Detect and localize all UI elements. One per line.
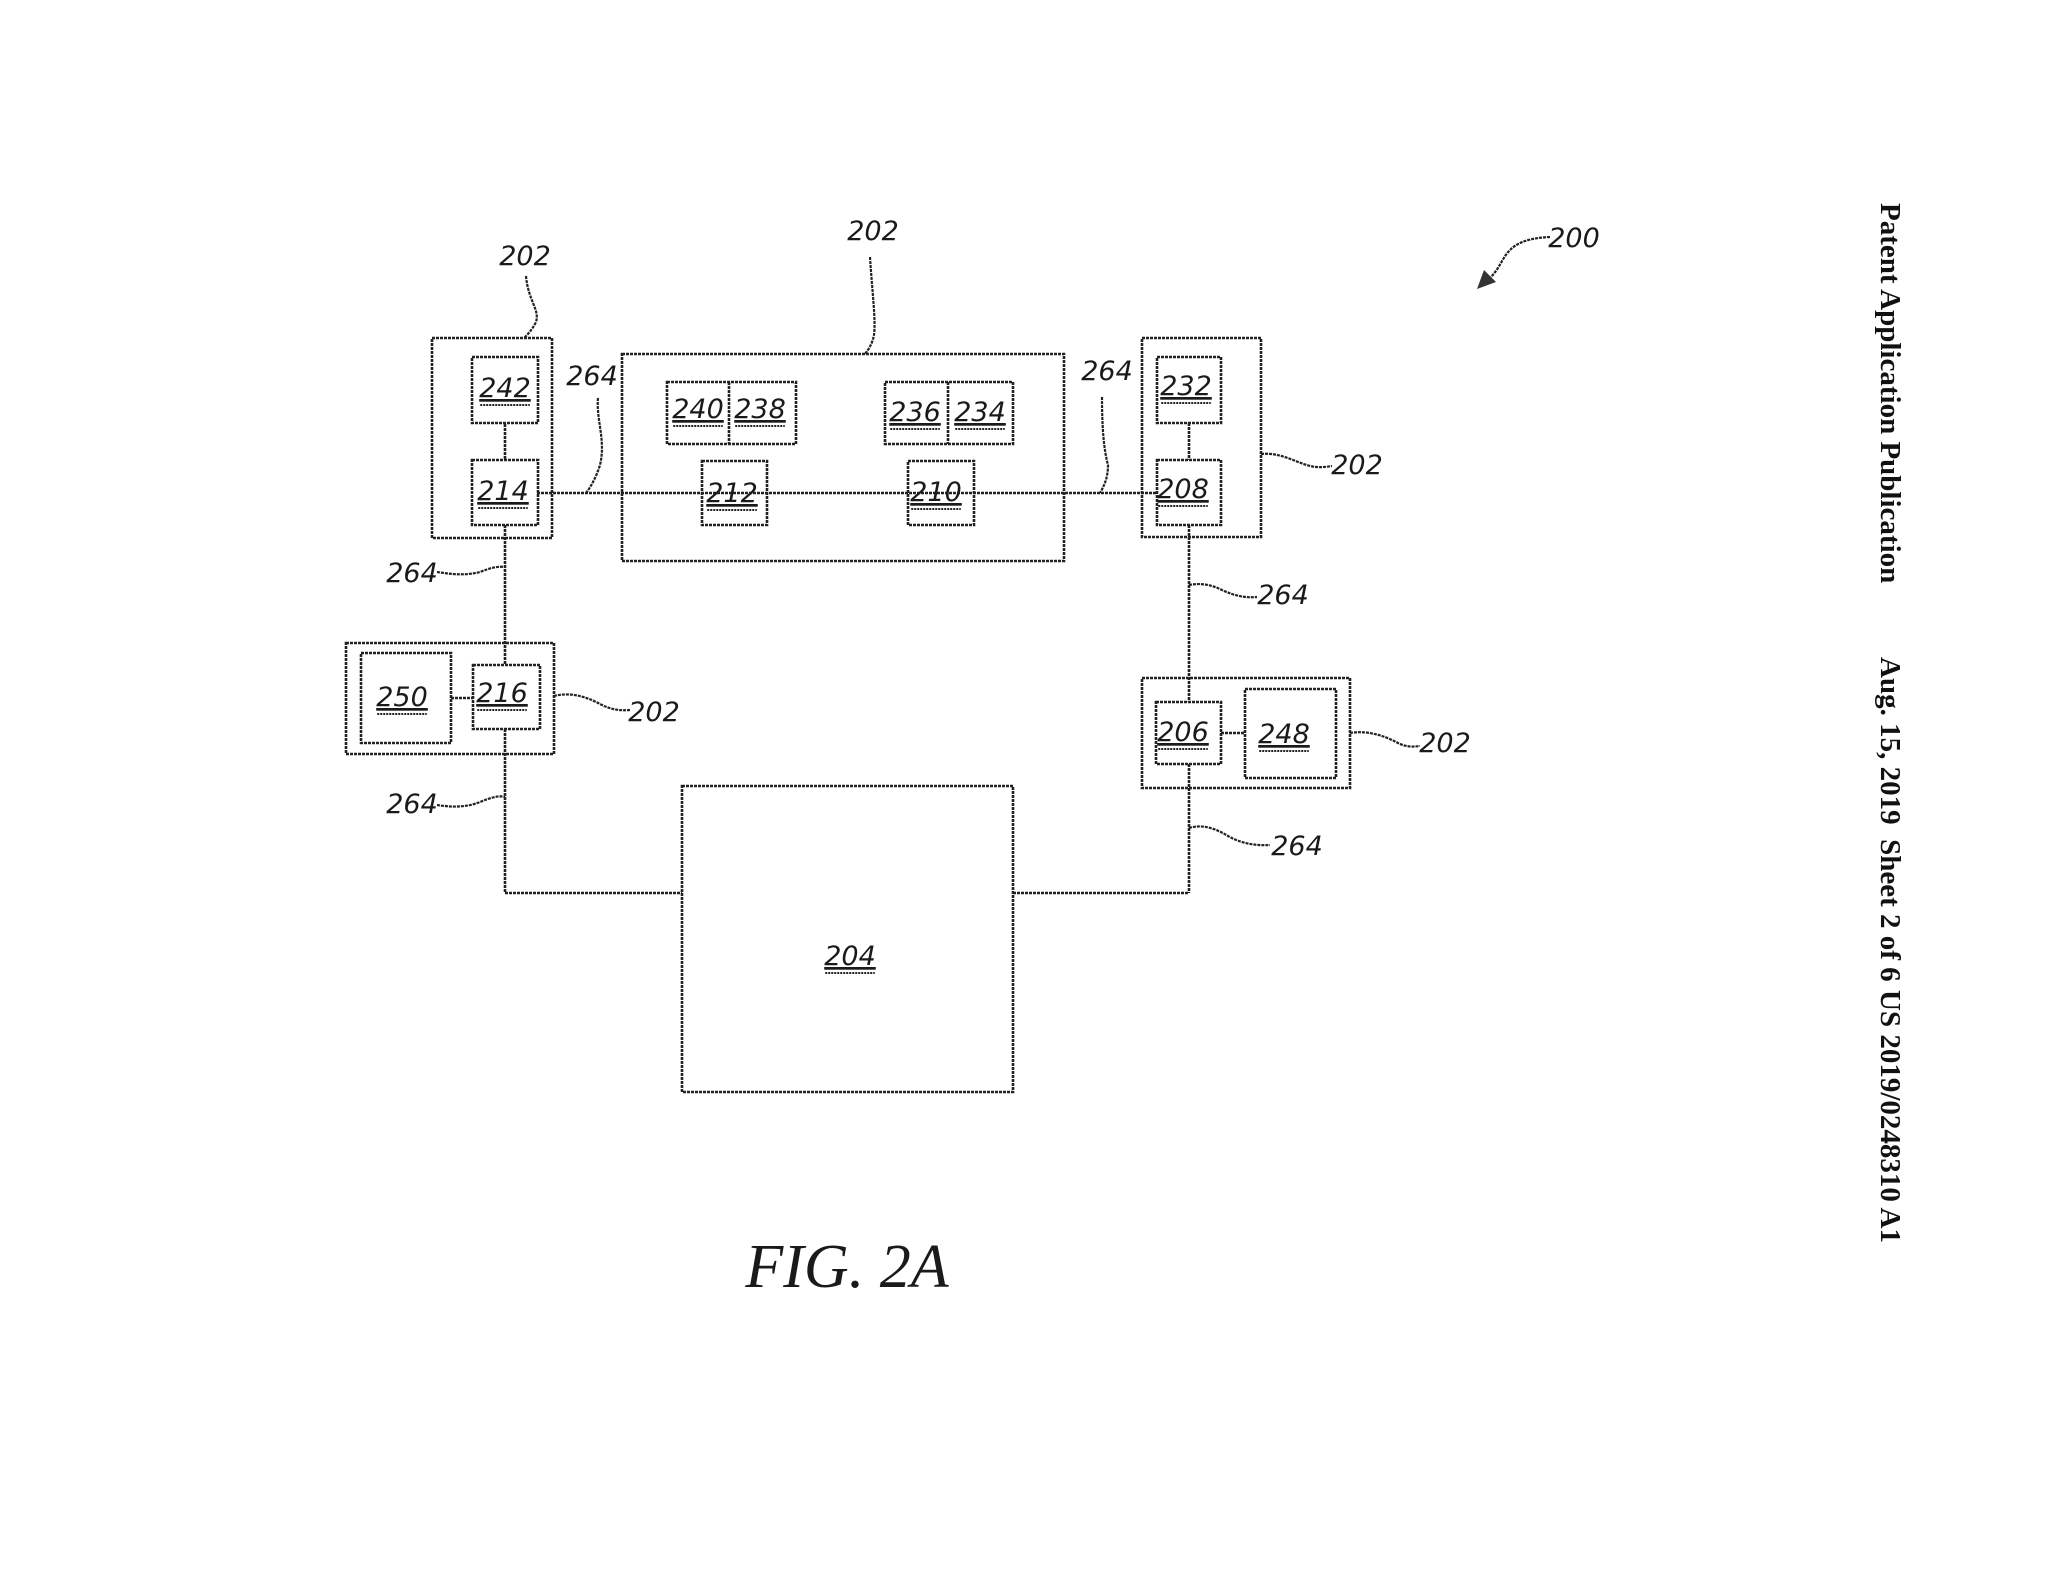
node-group-box [620, 352, 1066, 563]
header-publication-number: US 2019/0248310 A1 [1874, 990, 1906, 1243]
component-204-box [680, 784, 1015, 1094]
component-208-box [1155, 458, 1223, 527]
ref-264-top-right: 264 [1081, 356, 1133, 387]
component-242-label: 242 [479, 373, 531, 404]
ref-202-top-left: 202 [499, 241, 551, 272]
arrow-200-shaft [1489, 235, 1551, 279]
leader-264-right-upper [1188, 582, 1258, 599]
figure-caption: FIG. 2A [744, 1233, 949, 1301]
leader-264-left-lower [436, 795, 506, 808]
component-206-label: 206 [1157, 717, 1209, 748]
component-204: 204 [680, 784, 1015, 1094]
ref-200: 200 [1548, 223, 1600, 254]
node-group-top-left: 242 214 [430, 336, 554, 540]
ref-202-mid-right: 202 [1419, 728, 1471, 759]
wires [451, 423, 1245, 895]
header-publication-type: Patent Application Publication [1874, 203, 1906, 584]
node-group-mid-right: 206 248 [1140, 676, 1352, 790]
component-212-label: 212 [706, 478, 758, 509]
component-250-label: 250 [376, 682, 428, 713]
component-236-label: 236 [889, 397, 941, 428]
component-214-box [470, 458, 540, 527]
ref-202-top-center: 202 [847, 216, 899, 247]
reference-labels: 202 202 264 264 202 264 264 202 202 264 … [386, 216, 1600, 862]
component-204-label: 204 [824, 941, 876, 972]
component-206-box [1154, 700, 1223, 766]
component-208-label: 208 [1157, 474, 1209, 505]
component-216-label: 216 [476, 678, 528, 709]
component-240-label: 240 [672, 394, 724, 425]
component-238-label: 238 [734, 394, 786, 425]
leader-264-left-upper [436, 565, 506, 576]
leader-202-mid-left [553, 693, 631, 712]
component-232-box [1155, 355, 1223, 425]
ref-202-top-right: 202 [1331, 450, 1383, 481]
leader-264-right-lower [1188, 825, 1271, 847]
component-248-box [1243, 687, 1338, 780]
ref-264-right-upper: 264 [1257, 580, 1309, 611]
node-group-box [1140, 336, 1263, 539]
node-group-top-center: 240 238 236 234 212 210 [620, 352, 1066, 563]
component-216-box [471, 663, 542, 731]
node-group-box [430, 336, 554, 540]
component-214-label: 214 [477, 476, 529, 507]
ref-264-left-lower: 264 [386, 789, 438, 820]
component-242-box [470, 355, 540, 425]
node-group-mid-left: 250 216 [344, 641, 556, 756]
leader-202-mid-right [1349, 731, 1421, 748]
component-240-238-box [665, 380, 798, 446]
ref-202-mid-left: 202 [628, 697, 680, 728]
leader-264-top-left [585, 397, 604, 494]
leader-202-top-left [523, 275, 538, 339]
leader-264-top-right [1099, 396, 1110, 494]
ref-264-right-lower: 264 [1271, 831, 1323, 862]
arrow-200-head-icon [1477, 270, 1496, 289]
component-212-box [700, 459, 769, 527]
component-210-box [906, 459, 976, 527]
header-date-sheet: Aug. 15, 2019 Sheet 2 of 6 [1874, 657, 1906, 982]
ref-264-top-left: 264 [566, 361, 618, 392]
component-248-label: 248 [1258, 719, 1310, 750]
component-250-box [359, 651, 453, 745]
leader-202-top-right [1260, 452, 1333, 469]
component-210-label: 210 [910, 477, 962, 508]
node-group-box [344, 641, 556, 756]
ref-264-left-upper: 264 [386, 558, 438, 589]
node-group-top-right: 232 208 [1140, 336, 1263, 539]
component-232-label: 232 [1160, 371, 1212, 402]
component-234-label: 234 [954, 397, 1006, 428]
leader-202-top-center [864, 256, 876, 355]
